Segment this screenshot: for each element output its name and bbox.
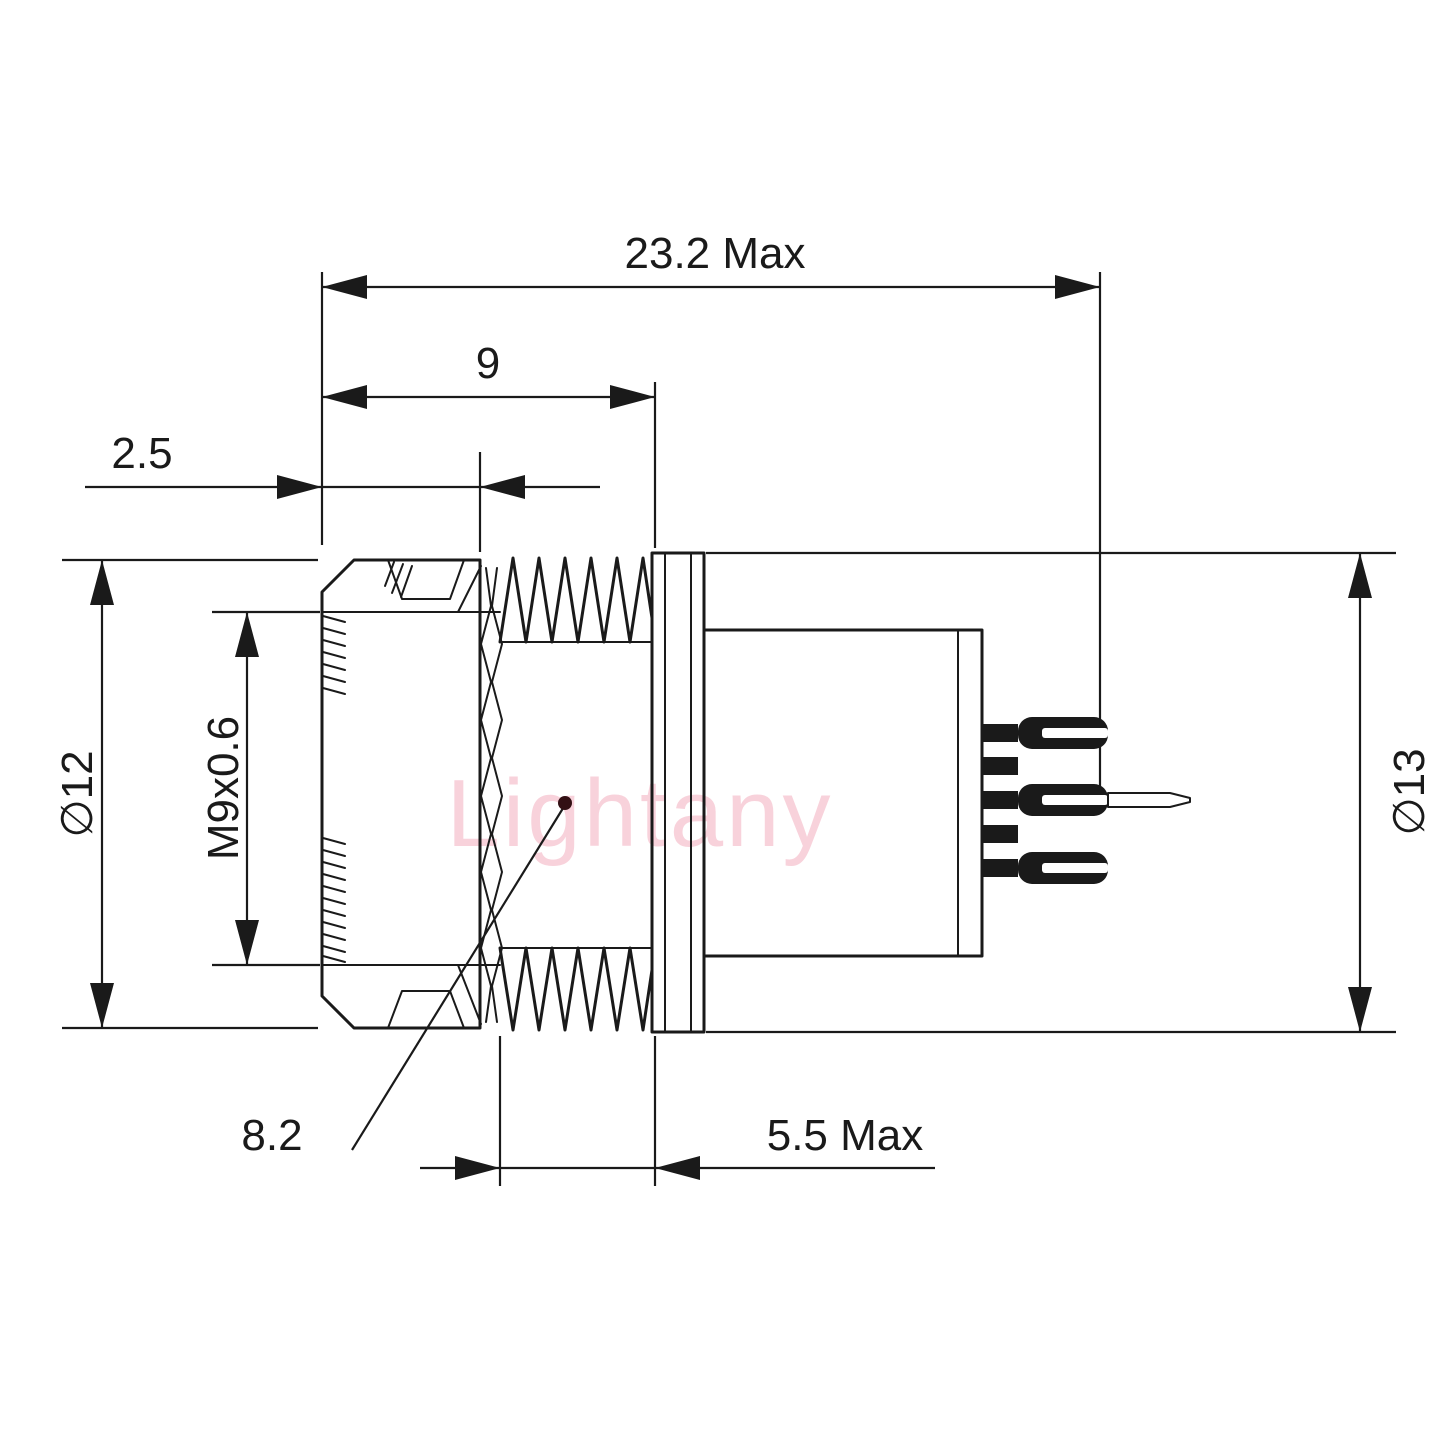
flange-groove-lines <box>664 552 692 1033</box>
contact-fork-bottom <box>1018 852 1108 884</box>
arrow-panel-right <box>655 1156 700 1180</box>
contact-fork-middle <box>1018 784 1108 816</box>
arrow-overall-left <box>322 275 367 299</box>
dim-label-thread-length: 9 <box>476 339 500 388</box>
lock-washer-wave-1 <box>480 567 492 1023</box>
contact-blade <box>1107 792 1191 808</box>
nut-chamfer-lines <box>457 565 482 1025</box>
nut-bore-lines <box>321 611 501 966</box>
dimension-arrows <box>90 275 1372 1180</box>
dim-label-nut-stack: 2.5 <box>111 429 172 478</box>
dim-label-overall: 23.2 Max <box>625 229 806 278</box>
arrow-dia13-bottom <box>1348 987 1372 1032</box>
dim-label-panel: 5.5 Max <box>767 1111 924 1160</box>
nut-serrations-lower <box>322 837 346 963</box>
watermark-text: Lightany <box>447 760 834 867</box>
arrow-m9-bottom <box>235 920 259 965</box>
thread-profile-bottom <box>498 946 654 1032</box>
dimension-lines <box>62 272 1396 1186</box>
fork-slot <box>1042 728 1108 738</box>
arrow-panel-left <box>455 1156 500 1180</box>
leader-dot-bore <box>558 796 572 810</box>
arrow-overall-right <box>1055 275 1100 299</box>
thread-profile-top <box>498 556 654 644</box>
nut-outline <box>320 558 482 1030</box>
arrow-thread-left <box>322 385 367 409</box>
dim-label-bore: 8.2 <box>241 1111 302 1160</box>
arrow-m9-top <box>235 612 259 657</box>
dim-label-dia12: ∅12 <box>53 750 102 837</box>
fork-slot <box>1042 795 1108 805</box>
nut-bottom-groove <box>387 990 465 1029</box>
dim-label-dia13: ∅13 <box>1385 748 1434 835</box>
arrow-nutstack-right <box>480 475 525 499</box>
arrow-thread-right <box>610 385 655 409</box>
nut-top-groove <box>387 559 465 600</box>
nut-serrations-upper <box>322 615 346 695</box>
arrow-nutstack-left <box>277 475 322 499</box>
contact-fork-top <box>1018 717 1108 749</box>
arrow-dia13-top <box>1348 553 1372 598</box>
contact-stub <box>982 791 1018 809</box>
arrow-dia12-bottom <box>90 983 114 1028</box>
contact-stub <box>982 859 1018 877</box>
contact-stub <box>982 724 1018 742</box>
dim-label-m9: M9x0.6 <box>199 716 248 860</box>
connector-part <box>320 551 1191 1034</box>
fork-slot <box>1042 863 1108 873</box>
contact-stubs <box>982 724 1018 877</box>
dimension-labels: 23.2 Max 9 2.5 ∅12 M9x0.6 ∅13 8.2 5.5 Ma… <box>53 229 1434 1160</box>
flange-outline <box>650 551 706 1034</box>
nut-groove-hatch <box>384 561 413 598</box>
arrow-dia12-top <box>90 560 114 605</box>
contact-stub <box>982 757 1018 775</box>
contact-stub <box>982 825 1018 843</box>
leader-line-bore <box>351 804 566 1151</box>
